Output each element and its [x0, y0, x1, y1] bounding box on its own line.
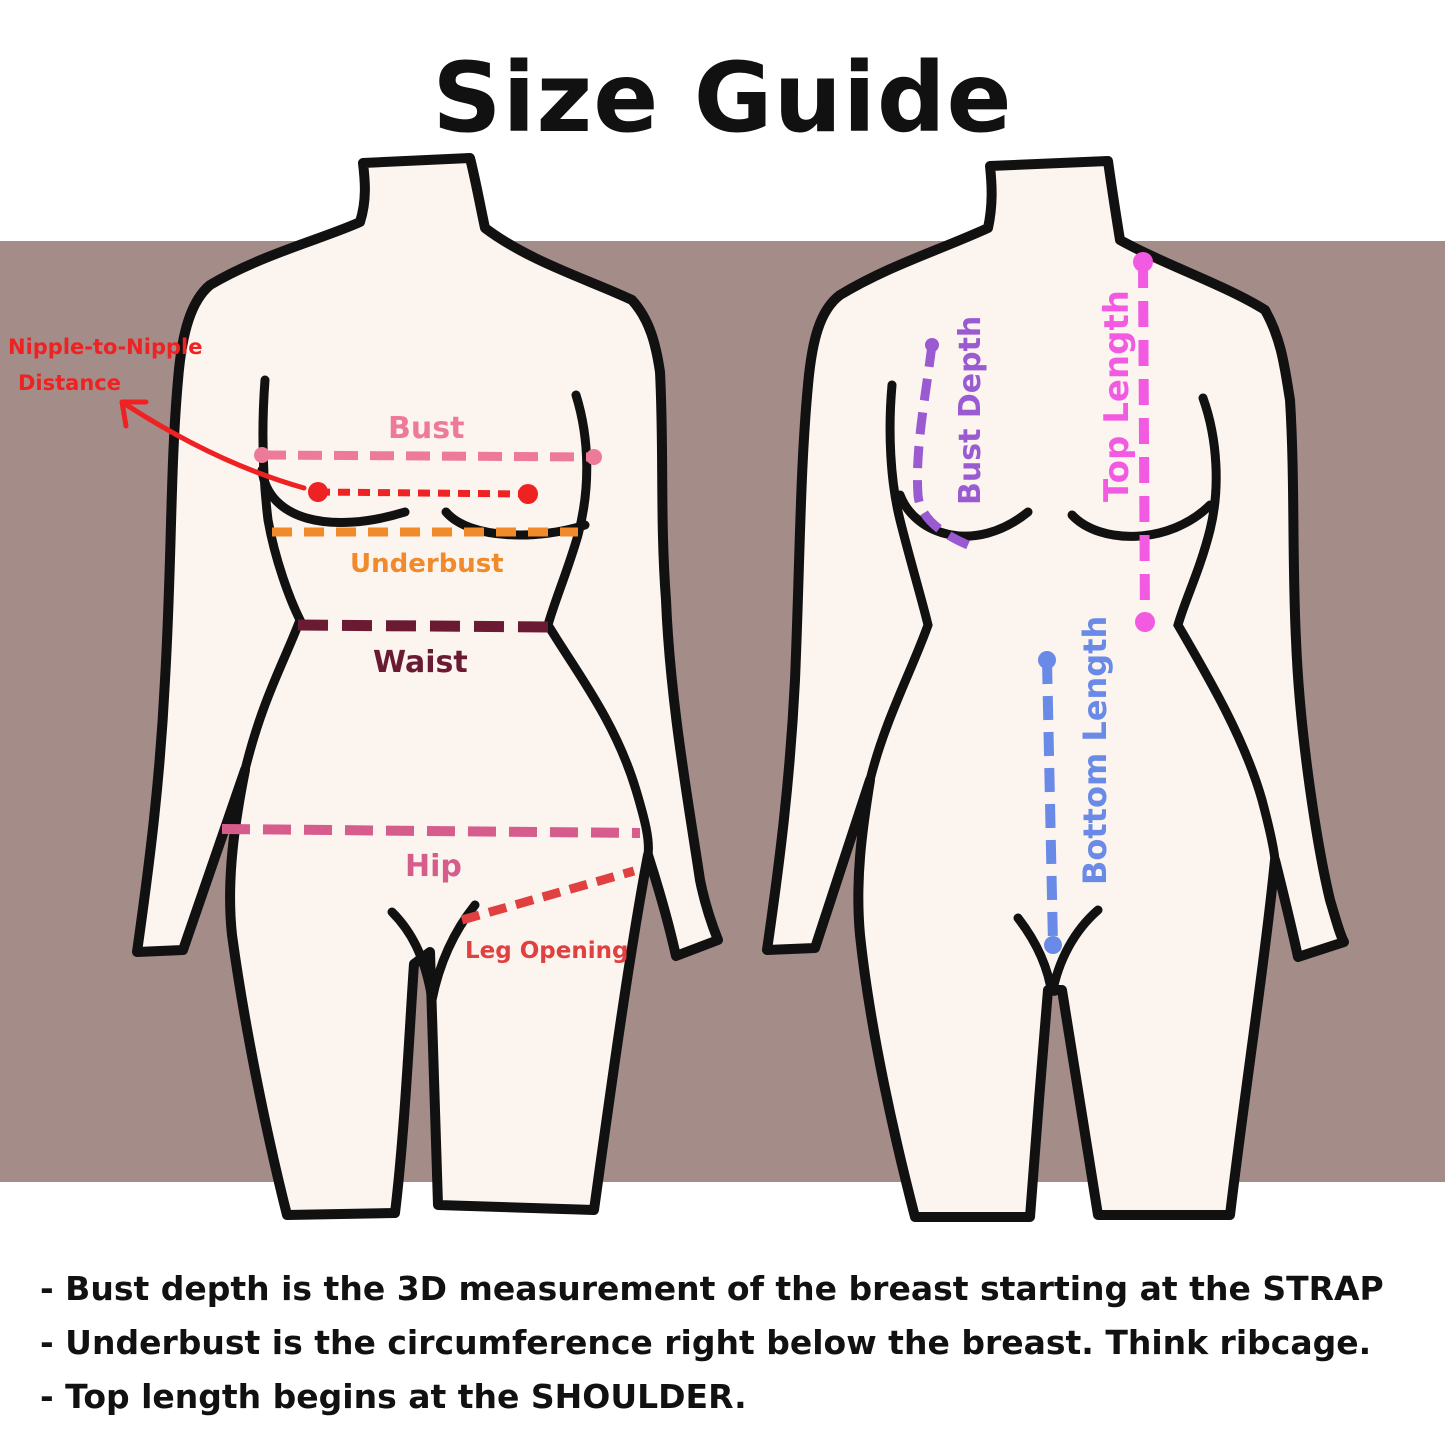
- bust-line: [261, 450, 595, 462]
- bust-depth-line: [912, 344, 970, 550]
- bottom-length-label: Bottom Length: [1076, 616, 1114, 885]
- bust-label: Bust: [388, 411, 464, 446]
- top-length-end-top: [1133, 252, 1153, 272]
- second-figure: Bust Depth Top Length Bottom Length: [762, 156, 1349, 1222]
- top-length-label: Top Length: [1097, 290, 1137, 502]
- nipple-label-line1: Nipple-to-Nipple: [8, 335, 202, 359]
- second-breast-right-line: [1067, 500, 1215, 541]
- front-body-silhouette: [132, 153, 723, 1220]
- hip-line: [221, 824, 641, 838]
- front-crotch-line: [387, 900, 480, 1001]
- front-torso-right-line: [543, 390, 653, 860]
- waist-label: Waist: [373, 645, 468, 680]
- second-body-silhouette: [762, 156, 1349, 1222]
- nipple-left-dot: [308, 482, 328, 502]
- second-torso-right-line: [1173, 393, 1280, 865]
- front-figure: Nipple-to-Nipple Distance Bust Underbust…: [8, 153, 723, 1220]
- page-title: Size Guide: [432, 42, 1013, 154]
- bust-line-end-left: [254, 447, 270, 463]
- bust-depth-label: Bust Depth: [953, 316, 988, 505]
- second-torso-left-line: [865, 380, 933, 785]
- nipple-right-dot: [518, 484, 538, 504]
- nipple-line: [317, 488, 529, 498]
- nipple-label-line2: Distance: [18, 371, 121, 395]
- hip-label: Hip: [405, 849, 462, 884]
- note-item: - Top length begins at the SHOULDER.: [40, 1377, 747, 1416]
- bottom-length-end-top: [1038, 651, 1056, 669]
- top-length-end-bottom: [1135, 612, 1155, 632]
- leg-opening-label: Leg Opening: [465, 938, 628, 964]
- second-crotch-line: [1013, 905, 1103, 996]
- notes-list: - Bust depth is the 3D measurement of th…: [40, 1262, 1384, 1424]
- leg-opening-line: [460, 866, 636, 925]
- note-item: - Bust depth is the 3D measurement of th…: [40, 1269, 1384, 1308]
- note-item: - Underbust is the circumference right b…: [40, 1323, 1372, 1362]
- top-length-line: [1138, 261, 1150, 623]
- bottom-length-end-bottom: [1044, 936, 1062, 954]
- bust-depth-end: [925, 338, 939, 352]
- front-torso-left-line: [240, 375, 305, 775]
- bottom-length-line: [1042, 659, 1058, 946]
- bust-line-end-right: [586, 449, 602, 465]
- nipple-arrow: [119, 399, 307, 491]
- underbust-label: Underbust: [350, 549, 504, 579]
- front-breast-left-line: [257, 465, 410, 527]
